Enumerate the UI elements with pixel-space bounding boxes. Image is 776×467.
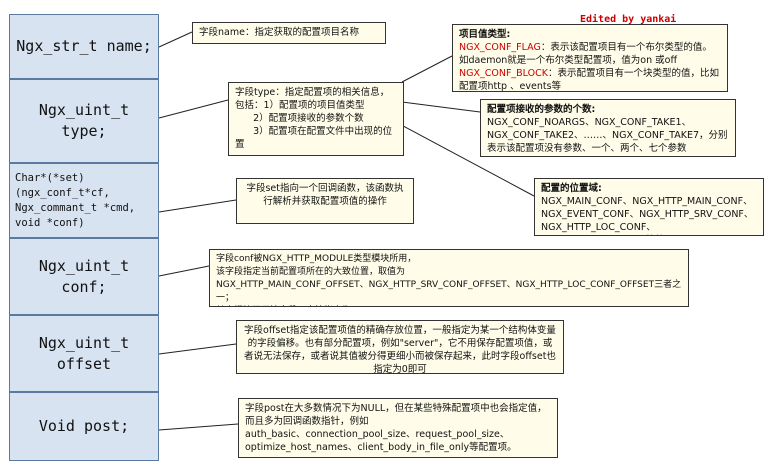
note-type: 字段type：指定配置项的相关信息， 包括：1）配置项的项目值类型 2）配置项接… [228, 82, 404, 156]
note-type-location: 配置的位置域: NGX_MAIN_CONF、NGX_HTTP_MAIN_CONF… [534, 178, 764, 236]
note-name: 字段name：指定获取的配置项目名称 [192, 22, 386, 44]
note-type-args: 配置项接收的参数的个数: NGX_CONF_NOARGS、NGX_CONF_TA… [480, 99, 736, 157]
connector-type [158, 99, 229, 119]
type-value-block-name: NGX_CONF_BLOCK [459, 68, 548, 79]
type-location-body: NGX_MAIN_CONF、NGX_HTTP_MAIN_CONF、NGX_EVE… [541, 196, 754, 233]
connector-offset [158, 343, 237, 355]
type-value-flag-name: NGX_CONF_FLAG [459, 42, 541, 53]
type-value-title: 项目值类型: [459, 29, 511, 40]
editor-credit: Edited by yankai [580, 14, 677, 25]
connector-type-value [401, 55, 453, 83]
connector-post [158, 423, 239, 431]
note-conf: 字段conf被NGX_HTTP_MODULE类型模块所用， 该字段指定当前配置项… [209, 249, 689, 307]
type-value-block-desc: ：表示配置项目有一个块类型的值，比如配置项http 、events等 [459, 68, 719, 92]
note-offset: 字段offset指定该配置项值的精确存放位置，一般指定为某一个结构体变量的字段偏… [236, 320, 564, 374]
field-post: Void post; [9, 392, 159, 461]
field-name: Ngx_str_t name; [9, 14, 159, 79]
connector-type-location [391, 119, 535, 197]
type-args-title: 配置项接收的参数的个数: [487, 104, 596, 115]
connector-conf [158, 265, 210, 277]
note-type-value: 项目值类型: NGX_CONF_FLAG：表示该配置项目有一个布尔类型的值。 如… [452, 24, 728, 92]
field-conf: Ngx_uint_t conf; [9, 238, 159, 315]
type-value-flag-desc: ：表示该配置项目有一个布尔类型的值。 [540, 42, 712, 53]
note-post: 字段post在大多数情况下为NULL，但在某些特殊配置项中也会指定值，而且多为回… [238, 398, 558, 458]
type-value-flag-example: 如daemon就是一个布尔类型配置项，值为on 或off [459, 55, 677, 66]
field-offset: Ngx_uint_t offset [9, 315, 159, 392]
type-location-title: 配置的位置域: [541, 183, 602, 194]
field-type: Ngx_uint_t type; [9, 79, 159, 163]
connector-name [158, 31, 193, 48]
type-args-body: NGX_CONF_NOARGS、NGX_CONF_TAKE1、NGX_CONF_… [487, 117, 728, 154]
connector-type-args [401, 101, 481, 113]
note-set: 字段set指向一个回调函数，该函数执行解析并获取配置项值的操作 [236, 178, 414, 224]
connector-set [158, 199, 237, 213]
field-set: Char*(*set) (ngx_conf_t*cf, Ngx_commant_… [9, 163, 159, 238]
